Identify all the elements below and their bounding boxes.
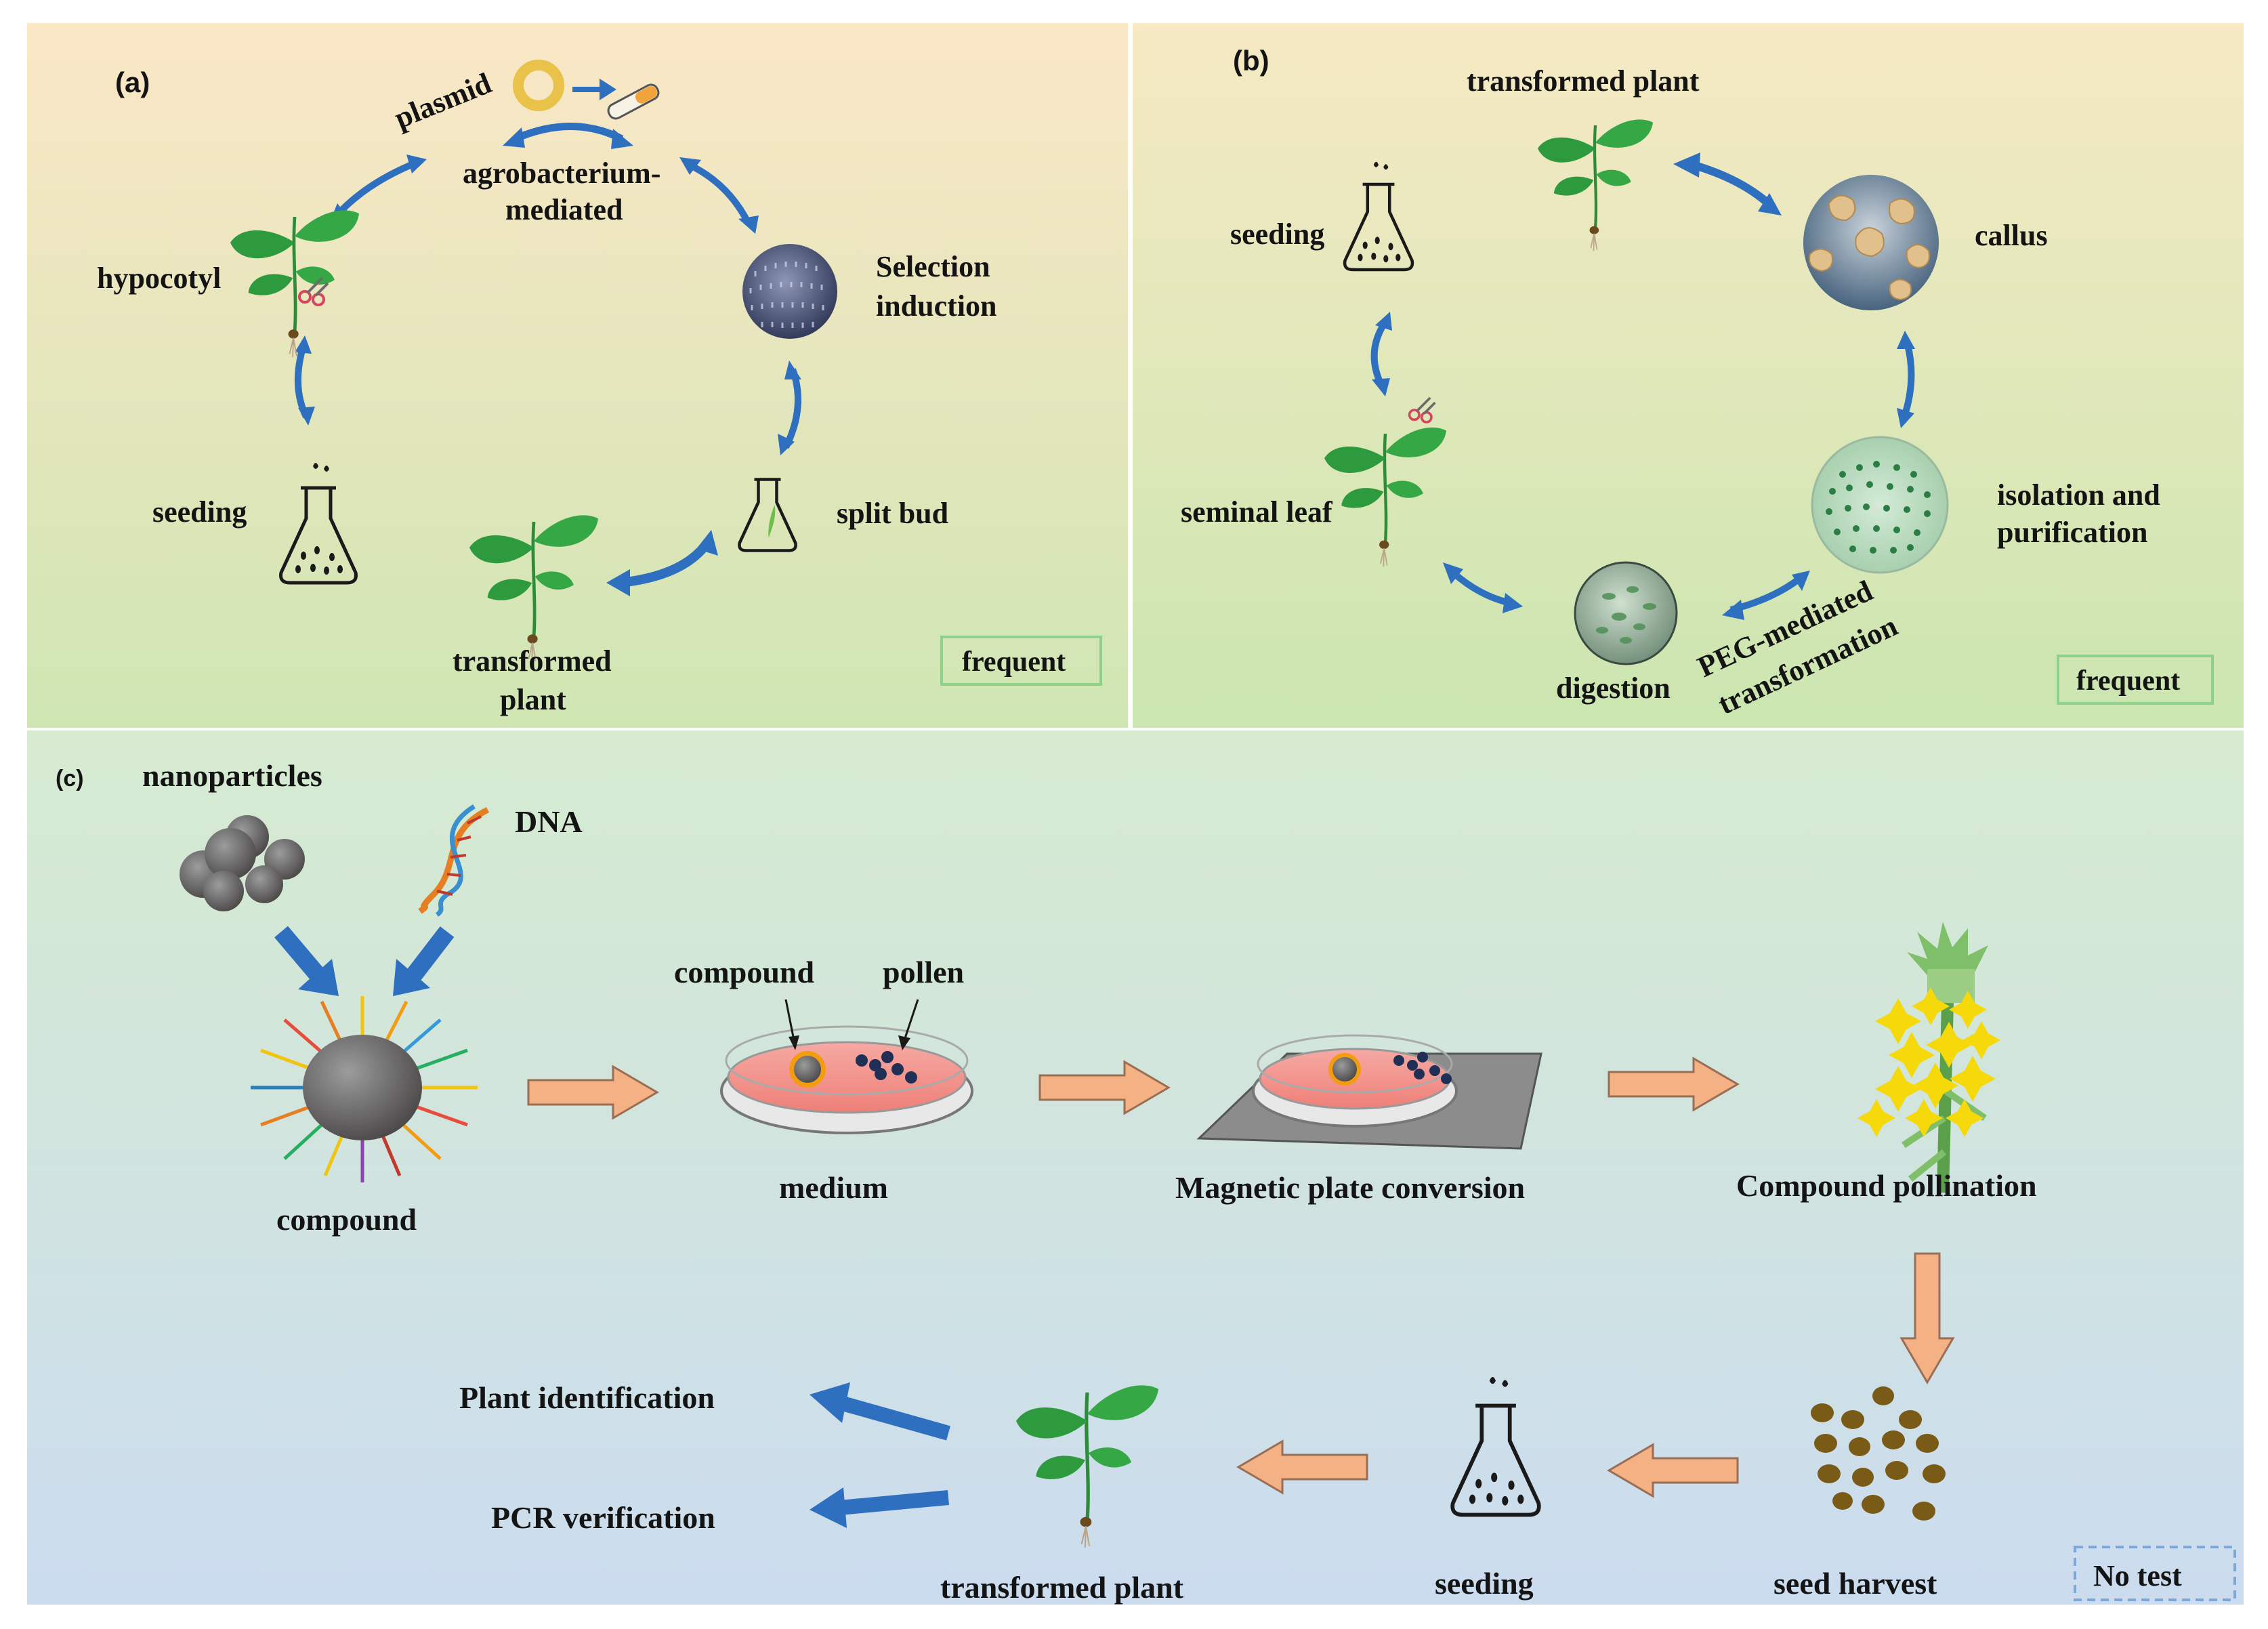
label-transformed-a-line2: plant: [500, 683, 566, 716]
label-digestion: digestion: [1556, 672, 1671, 705]
arrow-to-plant-identification: [838, 1395, 950, 1441]
label-seeding-c: seeding: [1435, 1566, 1534, 1601]
nanoparticles-icon: [180, 815, 305, 911]
label-transformed-a-line1: transformed: [453, 644, 612, 678]
pointer-compound: [784, 999, 795, 1041]
label-magnetic: Magnetic plate conversion: [1175, 1170, 1525, 1205]
label-pollination: Compound pollination: [1736, 1168, 2037, 1203]
label-isolation-line2: purification: [1997, 516, 2147, 549]
label-agro-line1: agrobacterium-: [463, 157, 660, 190]
arrow-dna-to-compound: [406, 926, 455, 981]
panel-b-tag: (b): [1233, 45, 1269, 77]
label-hypocotyl: hypocotyl: [97, 262, 221, 295]
panel-b-background: [1133, 23, 2244, 728]
agro-double-arrow: [513, 123, 624, 143]
badge-no-test-text: No test: [2093, 1559, 2182, 1592]
test-tube-icon: [607, 83, 660, 120]
arrow-hypocotyl-to-plasmid: [333, 159, 418, 220]
badge-frequent-b-text: frequent: [2076, 665, 2180, 697]
badge-frequent-a: [940, 636, 1102, 686]
plasmid-to-tube-arrow: [572, 79, 616, 100]
panel-c-background: [27, 730, 2244, 1605]
label-callus: callus: [1975, 219, 2048, 252]
panel-a-tag: (a): [115, 66, 150, 98]
label-medium: medium: [779, 1170, 888, 1205]
arrow-callus-to-transformed: [1696, 162, 1771, 207]
arrow-isolation-to-callus: [1900, 341, 1915, 420]
digestion-dish-icon: [1574, 561, 1678, 665]
plasmid-icon: [513, 60, 564, 111]
badge-frequent-a-text: frequent: [962, 646, 1066, 678]
label-compound: compound: [276, 1202, 417, 1237]
label-selection-line1: Selection: [876, 250, 990, 283]
compound-particle-icon: [251, 996, 478, 1182]
medium-dish-icon: [720, 1025, 973, 1134]
label-plant-identification: Plant identification: [459, 1380, 715, 1415]
label-split-bud: split bud: [837, 497, 948, 530]
flower-icon: [1857, 922, 2000, 1193]
label-pcr-verification: PCR verification: [491, 1500, 715, 1535]
panel-a-background: [27, 23, 1128, 728]
selection-dish-icon: [742, 244, 837, 339]
badge-no-test: [2074, 1546, 2236, 1601]
label-selection-line2: induction: [876, 289, 997, 323]
label-dish-pollen: pollen: [883, 955, 964, 989]
badge-frequent-b: [2057, 655, 2214, 705]
arrow-agro-to-selection: [686, 161, 752, 226]
label-agro-line2: mediated: [505, 193, 623, 226]
arrow-nano-to-compound: [274, 926, 325, 982]
label-dna: DNA: [515, 804, 583, 839]
label-seeding-b: seeding: [1230, 218, 1324, 251]
seeds-icon: [1811, 1386, 1946, 1521]
label-seed-harvest: seed harvest: [1773, 1566, 1937, 1601]
label-seeding-a: seeding: [152, 495, 247, 529]
pointer-pollen: [903, 999, 919, 1041]
split-bud-flask-icon: [738, 478, 797, 552]
isolation-dish-icon: [1811, 436, 1949, 574]
panel-c-tag: (c): [56, 766, 84, 791]
label-seminal-leaf: seminal leaf: [1181, 495, 1333, 529]
label-isolation-line1: isolation and: [1997, 478, 2160, 512]
arrow-to-pcr-verification: [839, 1490, 950, 1515]
label-dish-compound: compound: [674, 955, 814, 989]
label-nanoparticles: nanoparticles: [142, 758, 322, 793]
dna-icon: [418, 804, 490, 917]
label-transformed-plant-c: transformed plant: [940, 1570, 1184, 1605]
label-transformed-plant-b: transformed plant: [1467, 64, 1700, 98]
callus-dish-icon: [1803, 175, 1939, 310]
magnetic-plate-icon: [1196, 1034, 1542, 1150]
